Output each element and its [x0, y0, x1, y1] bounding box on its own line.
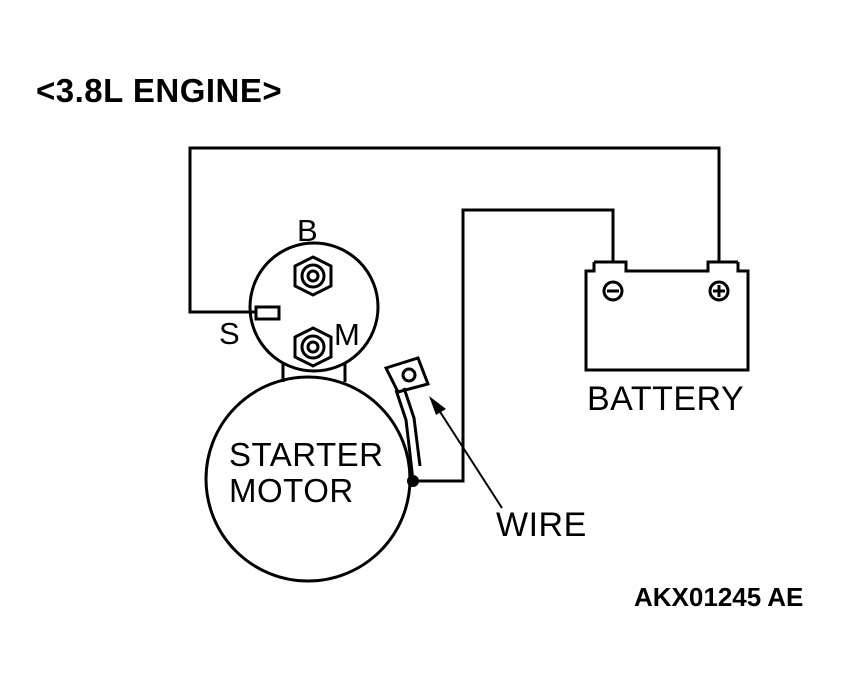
figure-code-suffix: AE — [767, 582, 804, 612]
ground-wire — [413, 208, 615, 483]
wire-bracket — [383, 356, 430, 482]
ground-connection-dot — [407, 475, 419, 487]
figure-code-number: AKX01245 — [634, 582, 762, 612]
battery-label: BATTERY — [587, 380, 745, 418]
engine-heading: <3.8L ENGINE> — [36, 72, 283, 109]
wire-leader-arrowhead — [429, 396, 446, 415]
terminal-m-nut — [293, 326, 333, 368]
s-terminal-wire — [188, 146, 721, 314]
terminal-b-nut — [293, 255, 333, 297]
terminal-m-label: M — [334, 317, 360, 352]
wire-leader-line — [434, 403, 503, 509]
terminal-s-tab — [254, 305, 281, 321]
terminal-s-label: S — [219, 316, 240, 351]
solenoid-body — [248, 241, 380, 373]
battery-body — [584, 260, 750, 372]
starter-motor-label: STARTER MOTOR — [229, 437, 383, 509]
starter-motor-label-line2: MOTOR — [229, 472, 354, 509]
wire-label: WIRE — [496, 506, 587, 544]
terminal-b-label: B — [297, 213, 318, 248]
starter-motor-label-line1: STARTER — [229, 436, 384, 473]
